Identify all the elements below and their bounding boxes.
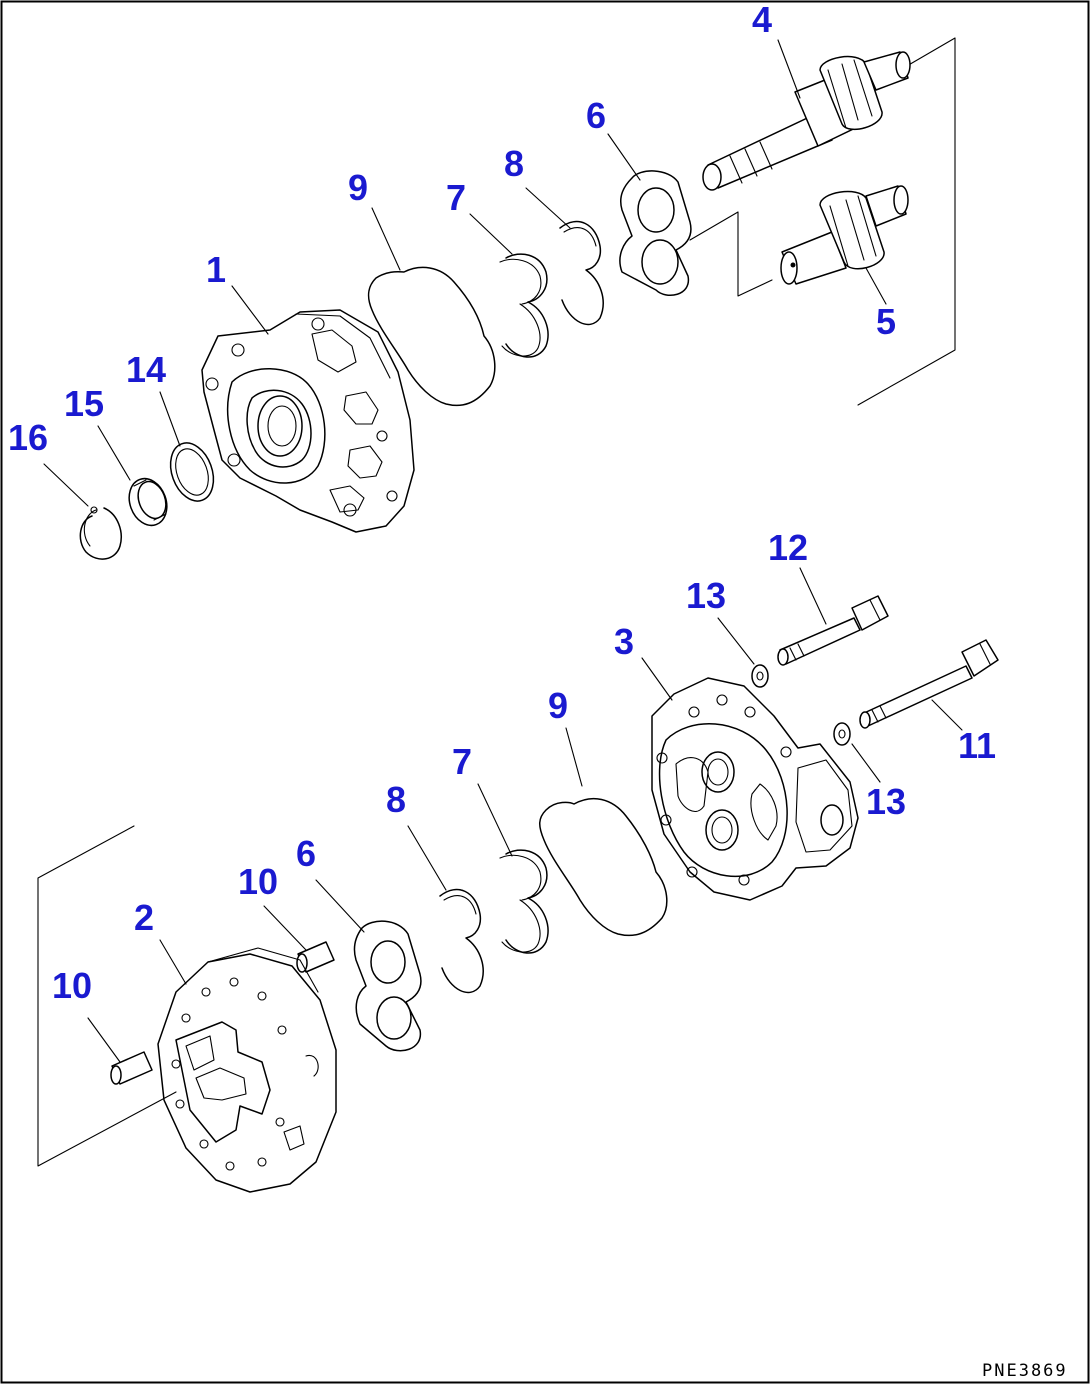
callout-3: 3 [614,621,634,662]
part-15-oil-seal [128,477,168,527]
callout-16: 16 [8,417,48,458]
part-6-lower-bushing [353,920,422,1052]
part-2-gear-case [157,947,337,1193]
callout-4: 4 [752,0,772,40]
callout-labels: 4 6 8 9 7 1 5 14 15 16 12 13 3 9 11 13 7… [8,0,996,1006]
callout-8: 8 [504,143,524,184]
callout-11: 11 [958,725,996,766]
callout-13-lower: 13 [866,781,906,822]
part-16-snap-ring [79,506,122,560]
callout-9: 9 [348,167,368,208]
part-3-rear-cover [651,677,859,901]
part-6-upper-bushing [619,170,692,296]
callout-14: 14 [126,349,166,390]
part-12-bolt [777,595,889,666]
callout-8-lower: 8 [386,779,406,820]
part-11-bolt [859,639,999,729]
callout-6: 6 [586,95,606,136]
drawing-code: PNE3869 [982,1361,1068,1381]
part-4-drive-gear-shaft [702,51,911,191]
part-7-lower-backup-ring [499,849,549,954]
callout-10: 10 [238,861,278,902]
part-5-driven-gear-shaft [780,185,909,285]
part-9-lower-gasket [539,797,668,937]
callout-9-lower: 9 [548,685,568,726]
part-9-upper-gasket [367,266,496,407]
callout-15: 15 [64,383,104,424]
callout-1: 1 [206,249,226,290]
leader-lines [43,39,963,1063]
part-13-washer-a [751,664,769,688]
part-13-washer-b [833,722,851,746]
callout-7: 7 [446,177,466,218]
callout-6-lower: 6 [296,833,316,874]
part-8-lower-seal [439,888,484,994]
lower-bracket [37,825,177,1167]
part-14-o-ring [169,442,215,502]
part-1-front-cover [201,309,415,533]
callout-5: 5 [876,301,896,342]
callout-13: 13 [686,575,726,616]
callout-12: 12 [768,527,808,568]
callout-10-lower: 10 [52,965,92,1006]
part-10-dowel-pin-b [110,1051,153,1085]
upper-bracket [689,37,956,406]
callout-7-lower: 7 [452,741,472,782]
part-7-upper-backup-ring [499,253,549,358]
callout-2: 2 [134,897,154,938]
part-8-upper-seal [559,220,604,326]
